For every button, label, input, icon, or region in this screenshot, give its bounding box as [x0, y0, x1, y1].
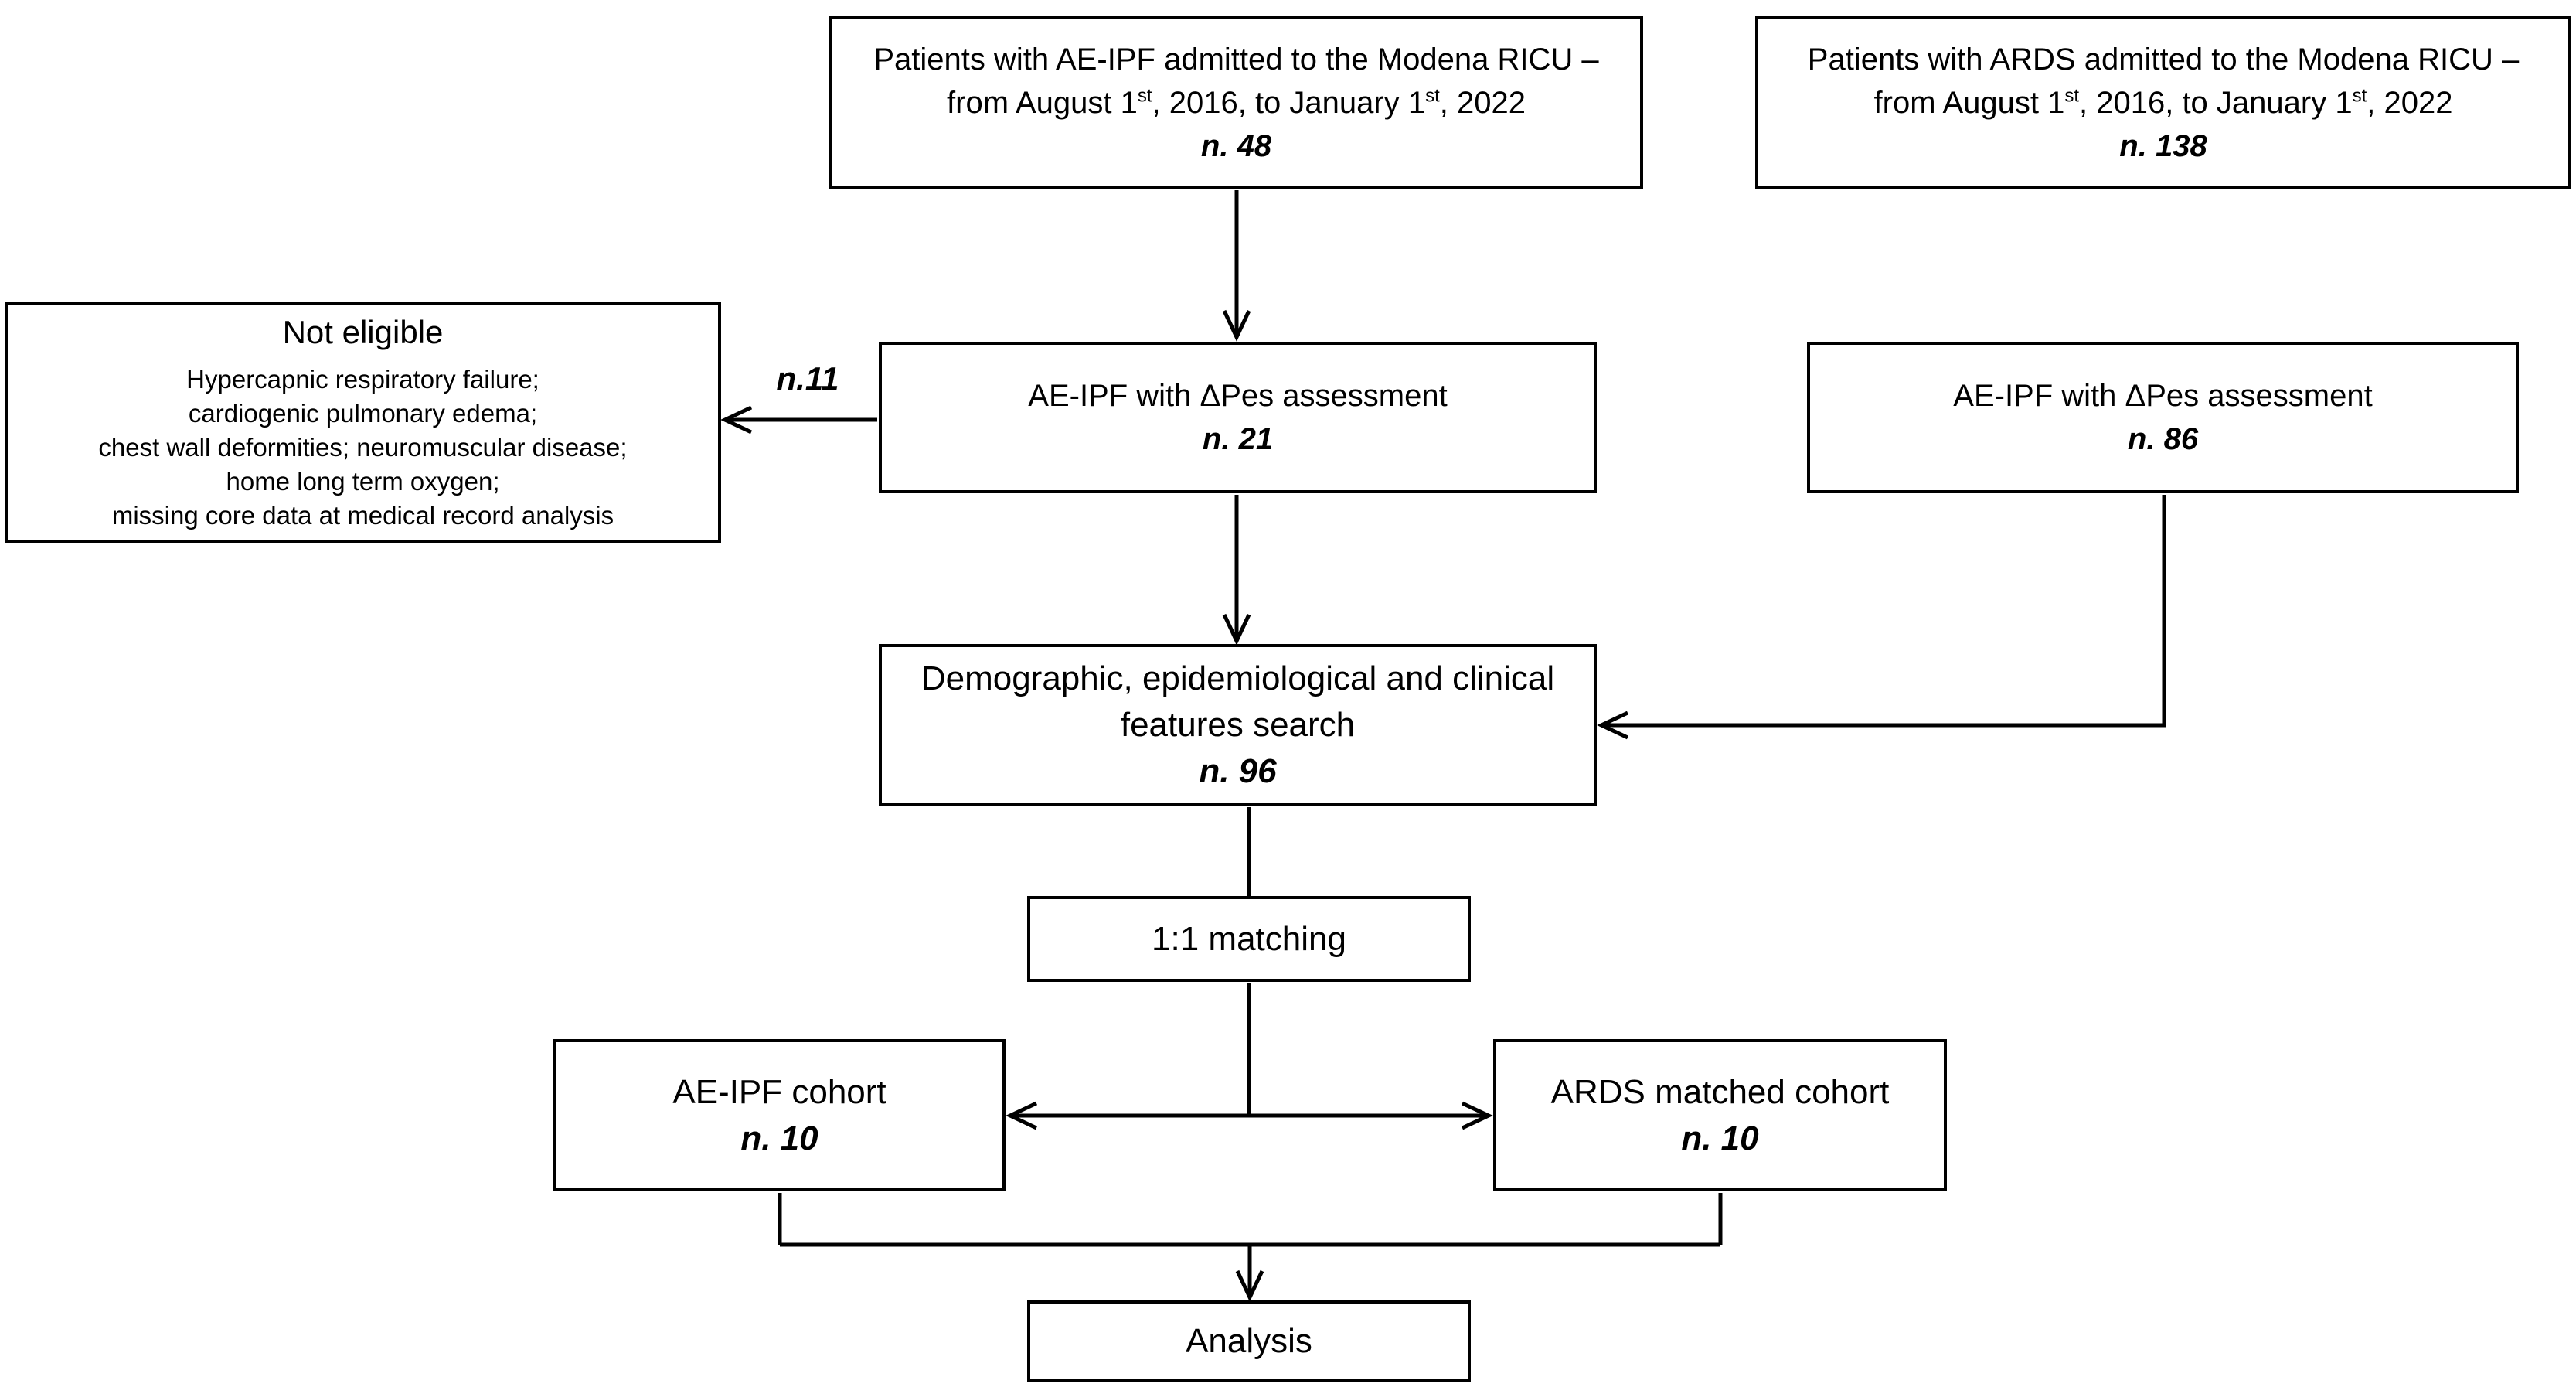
box-ards-admitted: Patients with ARDS admitted to the Moden… [1755, 16, 2571, 189]
date-superscript: st [1425, 85, 1440, 107]
box-count: n. 21 [1202, 422, 1274, 456]
date-superscript: st [2064, 85, 2079, 107]
date-part: , 2016, to January 1 [1152, 85, 1426, 120]
box-demographic-search: Demographic, epidemiological and clinica… [879, 644, 1597, 806]
box-not-eligible: Not eligible Hypercapnic respiratory fai… [5, 302, 721, 543]
box-count: n. 138 [2119, 128, 2207, 163]
arrow-to-analysis-head [1235, 1269, 1264, 1302]
box-count: n. 48 [1200, 128, 1272, 163]
date-superscript: st [2352, 85, 2367, 107]
date-superscript: st [1137, 85, 1152, 107]
box-aeipf-admitted: Patients with AE-IPF admitted to the Mod… [829, 16, 1643, 189]
box-line: Patients with AE-IPF admitted to the Mod… [873, 42, 1599, 77]
arrow-aeipf-to-pes-head [1222, 309, 1251, 342]
box-line: Demographic, epidemiological and clinica… [920, 659, 1555, 697]
arrow-cohorts-right-head [1461, 1101, 1493, 1130]
box-line: AE-IPF cohort [672, 1072, 886, 1111]
box-line: AE-IPF with ΔPes assessment [1953, 379, 2373, 413]
not-eligible-reason: home long term oxygen; [226, 467, 500, 496]
box-aeipf-cohort: AE-IPF cohort n. 10 [553, 1039, 1006, 1191]
arrow-pes-to-demographic-head [1222, 613, 1251, 646]
box-line: Analysis [1186, 1322, 1312, 1360]
box-ards-pes: AE-IPF with ΔPes assessment n. 86 [1807, 342, 2519, 493]
box-aeipf-pes: AE-IPF with ΔPes assessment n. 21 [879, 342, 1597, 493]
not-eligible-reason: cardiogenic pulmonary edema; [188, 399, 538, 428]
not-eligible-title: Not eligible [282, 314, 444, 350]
box-ards-cohort: ARDS matched cohort n. 10 [1493, 1039, 1947, 1191]
arrow-ardspes-to-demographic-shaft [1603, 495, 2166, 728]
box-count: n. 10 [740, 1119, 818, 1157]
box-line: from August 1st, 2016, to January 1st, 2… [1874, 81, 2453, 124]
box-line: 1:1 matching [1152, 919, 1346, 958]
date-part: , 2022 [1439, 85, 1526, 120]
box-line: Patients with ARDS admitted to the Moden… [1807, 42, 2520, 77]
date-part: from August 1 [947, 85, 1138, 120]
not-eligible-reason: Hypercapnic respiratory failure; [186, 365, 539, 394]
date-part: , 2016, to January 1 [2079, 85, 2353, 120]
arrow-cohorts-left-head [1006, 1101, 1038, 1130]
box-matching: 1:1 matching [1027, 896, 1471, 982]
not-eligible-reason: missing core data at medical record anal… [111, 501, 614, 530]
box-count: n. 86 [2127, 422, 2199, 456]
box-line: ARDS matched cohort [1550, 1072, 1890, 1111]
date-part: from August 1 [1873, 85, 2065, 120]
excluded-count-label: n.11 [776, 360, 839, 397]
box-count: n. 96 [1199, 751, 1277, 790]
box-line: from August 1st, 2016, to January 1st, 2… [947, 81, 1526, 124]
box-count: n. 10 [1681, 1119, 1759, 1157]
date-part: , 2022 [2367, 85, 2453, 120]
box-analysis: Analysis [1027, 1300, 1471, 1382]
arrow-pes-to-noteligible-head [720, 405, 753, 435]
box-line: features search [1120, 705, 1356, 744]
arrow-ardspes-to-demographic-head [1597, 711, 1629, 740]
not-eligible-reason: chest wall deformities; neuromuscular di… [98, 433, 628, 462]
box-line: AE-IPF with ΔPes assessment [1028, 379, 1448, 413]
